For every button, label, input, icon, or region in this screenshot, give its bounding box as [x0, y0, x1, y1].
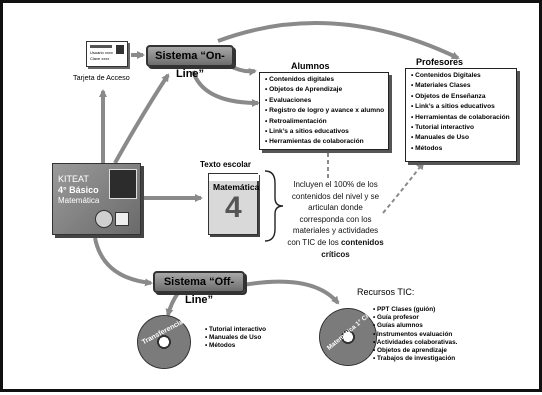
profesores-list-item: • Materiales Clases [411, 82, 471, 90]
alumnos-title: Alumnos [291, 61, 330, 71]
card-user-line: Usuario xxxx [90, 50, 113, 55]
textbook-cover-band [209, 174, 259, 181]
alumnos-list: • Contenidos digitales • Objetos de Apren… [265, 75, 385, 148]
alumnos-list-item: • Evaluaciones [265, 96, 312, 104]
profesores-list-item: • Objetos de Enseñanza [411, 92, 486, 100]
kit-cd-icon [95, 210, 113, 228]
kit-brand: KITEAT [58, 174, 89, 184]
cd-matematica: Matemática 1° Ciclo [319, 307, 378, 366]
profesores-box: • Contenidos Digitales • Materiales Clase… [405, 68, 517, 162]
textbook-title: Texto escolar [200, 160, 251, 169]
access-card: Usuario xxxx Clave xxxx [86, 41, 128, 67]
cd1-label: Transferencia [141, 318, 185, 347]
card-pass-line: Clave xxxx [90, 56, 110, 61]
cd1-list-item: • Métodos [205, 342, 236, 350]
recursos-list-item: • Guía profesor [373, 314, 419, 322]
note-text: Incluyen el 100% de los contenidos del n… [287, 180, 380, 247]
arrow-kit-to-online [113, 73, 170, 164]
card-stripe [90, 45, 112, 48]
cd1-list-item: • Manuales de Uso [205, 334, 262, 342]
arrow-offline-to-cd2 [242, 279, 340, 305]
cd2-label: Matemática 1° Ciclo [325, 307, 378, 352]
cd1-list-item: • Tutorial interactivo [205, 326, 267, 333]
offline-system-box: Sistema “Off-Line” [153, 271, 245, 306]
alumnos-list-item: • Herramientas de colaboración [265, 138, 364, 146]
textbook-cover-title: Matemática [213, 182, 260, 192]
recursos-list-item: • Trabajos de investigación [373, 355, 456, 363]
kit-subject: Matemática [58, 196, 100, 205]
alumnos-list-item: • Contenidos digitales [265, 76, 334, 83]
profesores-list: • Contenidos Digitales • Materiales Clase… [411, 71, 511, 154]
profesores-list-item: • Herramientas de colaboración [411, 113, 510, 121]
arrow-kit-to-offline [93, 237, 153, 287]
access-card-label: Tarjeta de Acceso [73, 73, 130, 82]
arrow-online-to-alumnos-2 [191, 70, 260, 107]
kit-photo [109, 169, 137, 199]
note-bold-text: contenidos críticos [321, 237, 384, 259]
dashed-note-to-profesores [382, 161, 425, 214]
arrow-online-to-profesores [217, 21, 460, 60]
profesores-title: Profesores [416, 57, 464, 67]
textbook-cover-number: 4 [225, 191, 242, 224]
kit-grade: 4° Básico [58, 185, 99, 195]
textbook-brace [264, 170, 284, 242]
kit-logo-icon [115, 212, 129, 226]
alumnos-list-item: • Objetos de Aprendizaje [265, 86, 343, 94]
recursos-list-item: • Instrumentos evaluación [373, 330, 453, 338]
recursos-list-item: • Objetos de aprendizaje [373, 347, 447, 355]
alumnos-box: • Contenidos digitales • Objetos de Apren… [259, 72, 389, 150]
recursos-list-item: • Guías alumnos [373, 322, 423, 330]
cd-transferencia: Transferencia [137, 315, 191, 369]
profesores-list-item: • Contenidos Digitales [411, 72, 481, 79]
alumnos-list-item: • Link’s a sitios educativos [265, 128, 349, 136]
recursos-items-list: • PPT Clases (guión)• Guía profesor• Guí… [373, 306, 457, 363]
profesores-list-item: • Manuales de Uso [411, 134, 470, 142]
arrow-offline-to-cd1 [165, 291, 180, 317]
recursos-title: Recursos TIC: [357, 287, 415, 297]
kit-box: KITEAT 4° Básico Matemática [52, 163, 141, 235]
profesores-list-item: • Tutorial interactivo [411, 124, 475, 132]
arrows-layer [93, 21, 460, 317]
alumnos-list-item: • Retroalimentación [265, 117, 327, 125]
contents-note: Incluyen el 100% de los contenidos del n… [287, 179, 384, 260]
online-system-box: Sistema “On-Line” [146, 45, 234, 80]
recursos-list-item: • PPT Clases (guión) [373, 306, 436, 313]
alumnos-list-item: • Registro de logro y avance x alumno [265, 107, 385, 115]
profesores-list-item: • Métodos [411, 144, 443, 152]
textbook-cover: Matemática 4 [208, 173, 260, 235]
cd1-items-list: • Tutorial interactivo• Manuales de Uso•… [205, 326, 266, 351]
card-photo [116, 45, 124, 54]
recursos-list-item: • Actividades colaborativas. [373, 338, 458, 346]
profesores-list-item: • Link’s a sitios educativos [411, 103, 495, 111]
